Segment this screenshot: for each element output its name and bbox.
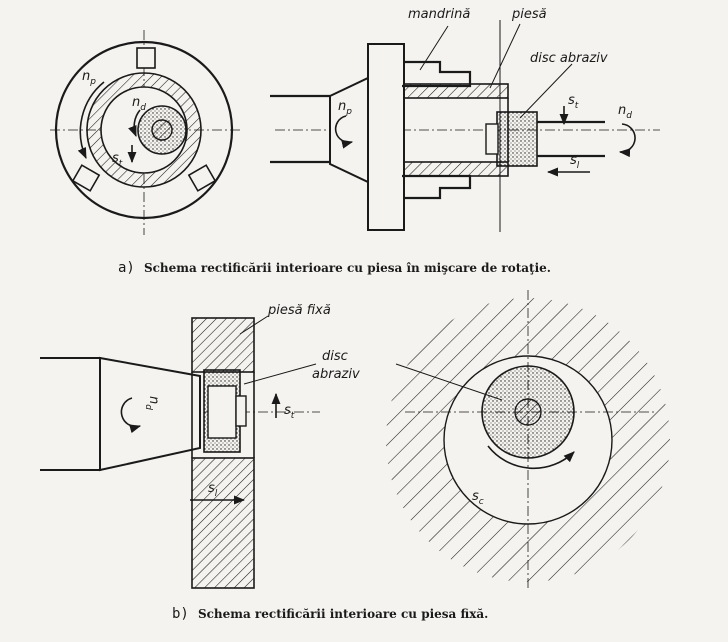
label-nd-side: nd [618, 103, 632, 121]
label-st-a: st [112, 151, 123, 169]
abrasive-disc-side [496, 111, 538, 167]
label-disc-b-1: disc [322, 349, 348, 364]
label-nd-a: nd [132, 95, 146, 113]
label-st-b: st [284, 403, 295, 421]
label-nd-b: nd [143, 396, 161, 410]
label-st-side: st [568, 93, 579, 111]
label-sc: sc [472, 489, 484, 507]
caption-b: b) Schema rectificării interioare cu pie… [172, 603, 488, 622]
spindle-b [40, 357, 101, 471]
workpiece-section-top [403, 83, 509, 99]
caption-a: a) Schema rectificării interioare cu pie… [118, 257, 551, 276]
label-disc-abraziv-a: disc abraziv [530, 51, 608, 66]
fixed-workpiece-bottom [191, 457, 255, 589]
part-b-side-view: piesă fixă disc abraziv nd st sl [40, 303, 360, 589]
part-a-side-view: mandrină piesă disc abraziv np nd st sl [270, 7, 660, 232]
part-a-end-view: np nd st [50, 30, 240, 235]
part-b-end-view: sc [386, 290, 670, 590]
label-sl-b: sl [208, 481, 218, 499]
label-sl-side: sl [570, 153, 580, 171]
label-np-a: np [82, 69, 96, 87]
label-np-side: np [338, 99, 352, 117]
label-piesa: piesă [511, 7, 547, 22]
chuck-jaw-left [71, 164, 101, 192]
chuck-jaw-right [187, 164, 217, 192]
label-mandrina: mandrină [408, 7, 470, 22]
label-piesa-fixa: piesă fixă [267, 303, 331, 318]
chuck-flange [367, 43, 405, 231]
workpiece-section-bottom [403, 161, 509, 177]
chuck-jaw-top [136, 47, 156, 69]
spindle-taper-b [99, 356, 201, 472]
fixed-workpiece-top [191, 317, 255, 373]
label-disc-b-2: abraziv [312, 367, 360, 382]
